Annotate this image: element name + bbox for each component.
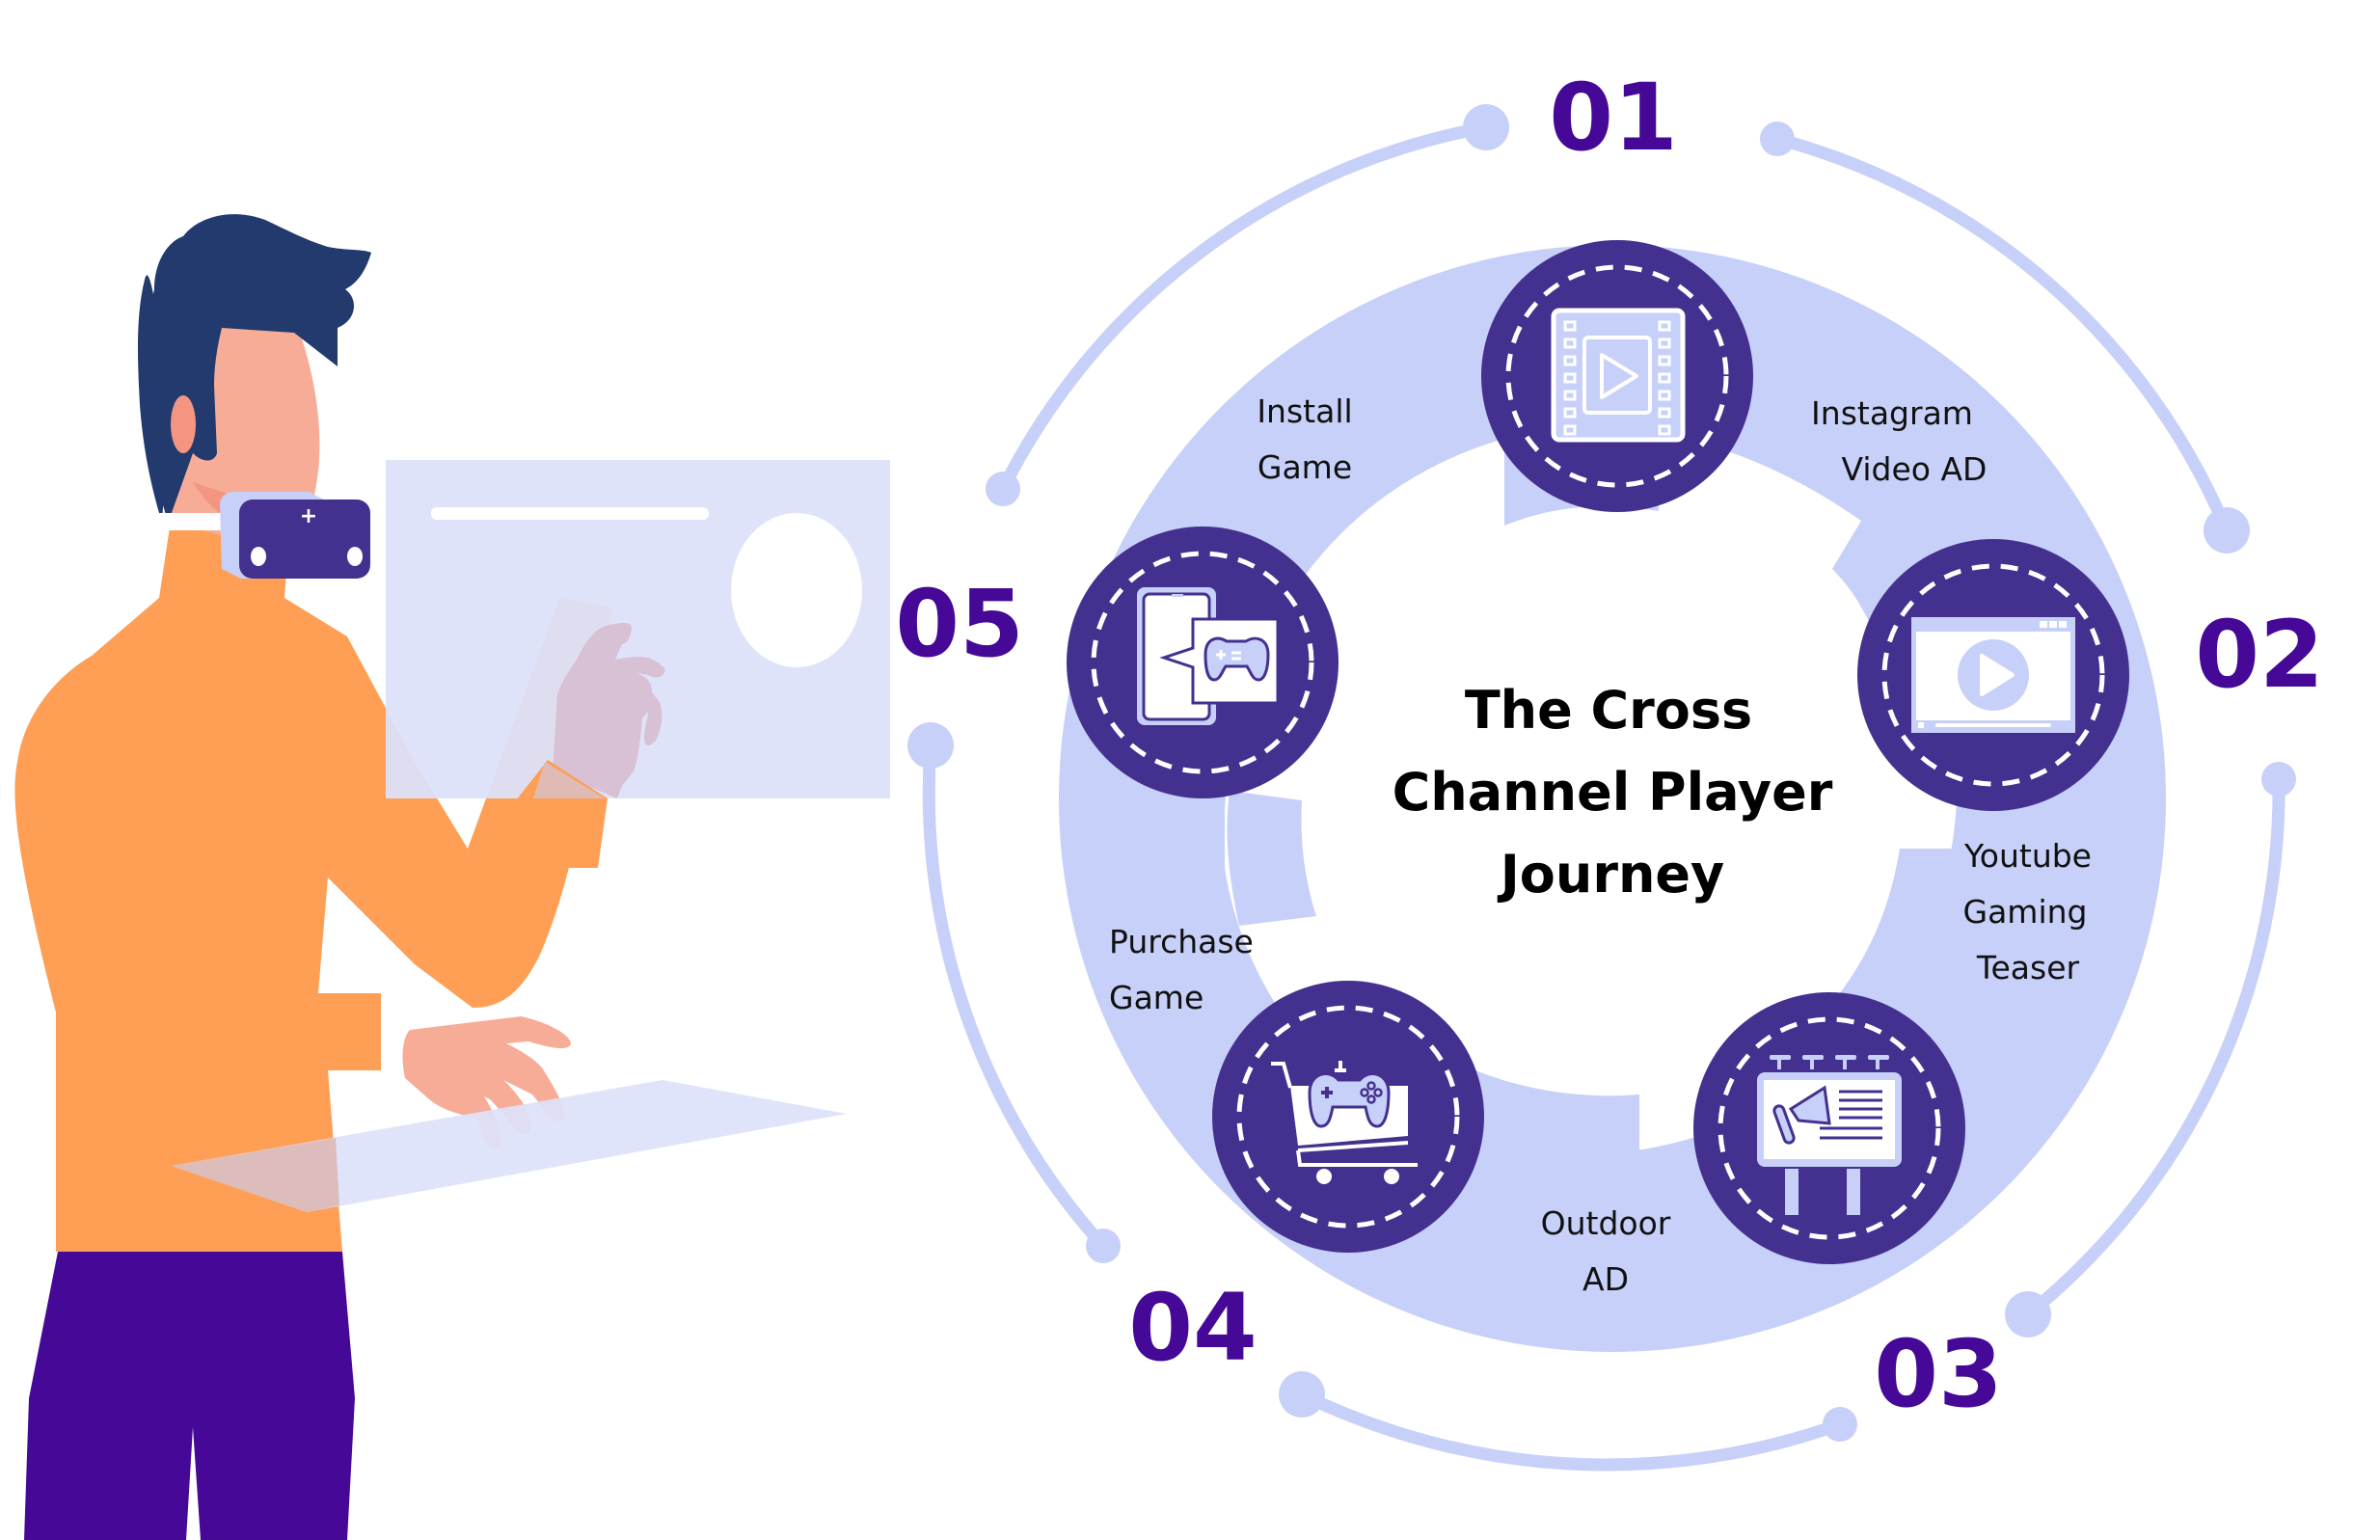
ring-inner-swirl [1225, 427, 1958, 1156]
step-number-03: 03 [1874, 1320, 2003, 1428]
screen-avatar-circle [731, 513, 862, 667]
screen-text-bar [431, 507, 709, 520]
arc-dot [2204, 507, 2250, 554]
keyboard-overlap [172, 1138, 339, 1212]
phone-gamepad-icon [1137, 587, 1280, 725]
label-line: Teaser [1976, 949, 2080, 986]
raised-sleeve-overlap [533, 762, 605, 798]
arc-01-02 [1771, 132, 2233, 537]
arc-dot [2261, 762, 2296, 797]
ear [171, 395, 196, 453]
dashed-ring [1881, 563, 2105, 787]
title-line-1: The Cross [1465, 680, 1752, 741]
title-line-3: Journey [1497, 844, 1725, 905]
step-01-label: Instagram Video AD [1811, 394, 1987, 488]
arc-dot [2005, 1291, 2051, 1337]
arc-dot [986, 472, 1020, 506]
step-numbers: 01 02 03 04 05 [895, 64, 2324, 1428]
step-05-circle[interactable] [1067, 527, 1339, 798]
pants [24, 1252, 355, 1540]
arc-dot [1279, 1371, 1325, 1418]
label-line: Youtube [1963, 837, 2092, 875]
arc-04-05 [922, 739, 1110, 1253]
shopping-cart-gamepad-icon [1271, 1061, 1418, 1184]
film-play-icon [1551, 308, 1686, 443]
step-02-circle[interactable] [1857, 539, 2129, 811]
arc-02-03 [2021, 772, 2285, 1321]
ring-wedge [1832, 849, 1958, 1041]
step-01-circle[interactable] [1481, 240, 1753, 512]
label-line: AD [1582, 1260, 1629, 1298]
vr-headset: + [220, 492, 370, 579]
outer-arcs [922, 121, 2285, 1472]
title-line-2: Channel Player [1393, 762, 1833, 823]
ring-wedge [1227, 791, 1316, 926]
arc-03-04 [1295, 1388, 1847, 1472]
vr-user-illustration: + [14, 214, 890, 1540]
step-04-circle[interactable] [1212, 981, 1484, 1253]
ring-wedge [1447, 1070, 1639, 1166]
headset-strap [145, 513, 222, 530]
dashed-ring [1505, 264, 1729, 488]
billboard-megaphone-icon [1757, 1055, 1902, 1215]
label-line: Video AD [1842, 450, 1988, 488]
typing-hand [402, 1016, 571, 1148]
label-line: Gaming [1963, 893, 2088, 931]
center-title: The Cross Channel Player Journey [1393, 680, 1833, 905]
step-number-05: 05 [895, 570, 1024, 678]
step-03-circle[interactable] [1693, 992, 1965, 1264]
step-number-04: 04 [1128, 1274, 1258, 1382]
arc-dot [907, 722, 954, 769]
arc-dot [1086, 1229, 1121, 1263]
step-number-02: 02 [2195, 601, 2324, 709]
dashed-ring [1717, 1016, 1941, 1240]
shirt-torso [14, 501, 612, 1252]
label-line: Outdoor [1541, 1204, 1671, 1242]
label-line: Game [1258, 448, 1352, 486]
step-05-label: Install Game [1257, 392, 1352, 486]
step-04-label: Purchase Game [1109, 923, 1254, 1016]
pointing-hand [553, 622, 665, 798]
virtual-keyboard [172, 1080, 847, 1212]
arc-dots [907, 104, 2296, 1442]
arc-dot [1823, 1407, 1857, 1442]
step-02-label: Youtube Gaming Teaser [1963, 837, 2092, 986]
dashed-ring [1091, 551, 1314, 774]
label-line: Instagram [1811, 394, 1973, 432]
headset-plus-symbol: + [300, 504, 317, 528]
label-line: Game [1109, 979, 1204, 1016]
arc-dot [1760, 122, 1795, 156]
arc-05-01 [996, 121, 1493, 496]
step-number-01: 01 [1549, 64, 1678, 172]
dashed-ring [1236, 1005, 1460, 1229]
label-line: Purchase [1109, 923, 1254, 960]
step-03-label: Outdoor AD [1541, 1204, 1671, 1298]
hair-top [146, 214, 371, 521]
video-player-window-icon [1911, 617, 2075, 733]
label-line: Install [1257, 392, 1352, 430]
arc-dot [1463, 104, 1509, 150]
step-labels: Instagram Video AD Youtube Gaming Teaser… [1109, 392, 2092, 1298]
